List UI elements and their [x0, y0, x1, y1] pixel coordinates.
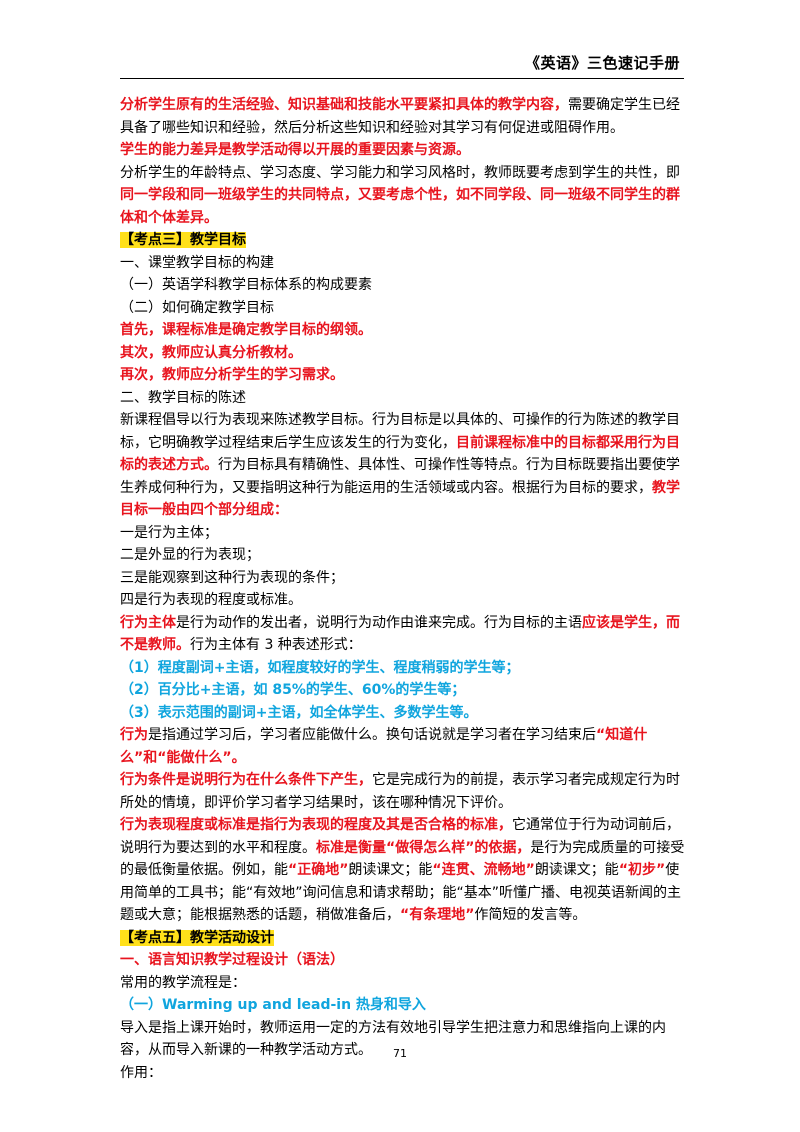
text-span: 作简短的发言等。 [474, 907, 587, 923]
form-2: （2）百分比+主语，如 85%的学生、60%的学生等； [120, 679, 686, 702]
subheading-statement: 二、教学目标的陈述 [120, 387, 686, 410]
text-span: 四是行为表现的程度或标准。 [120, 592, 302, 608]
subheading-grammar: 一、语言知识教学过程设计（语法） [120, 949, 686, 972]
line-function: 作用： [120, 1062, 686, 1085]
text-span: 行为主体 [120, 614, 176, 631]
heading-kaodian-5: 【考点五】教学活动设计 [120, 927, 686, 950]
para-behavior-goal: 新课程倡导以行为表现来陈述教学目标。行为目标是以具体的、可操作的行为陈述的教学目… [120, 409, 686, 522]
text-span: 作用： [120, 1064, 162, 1081]
text-span: 同一学段和同一班级学生的共同特点，又要考虑个性，如不同学段、同一班级不同学生的群… [120, 187, 680, 226]
part-2: 二是外显的行为表现； [120, 544, 686, 567]
para-characteristics: 分析学生的年龄特点、学习态度、学习能力和学习风格时，教师既要考虑到学生的共性，即… [120, 162, 686, 230]
text-span: 【考点五】教学活动设计 [120, 929, 274, 946]
text-span: 导入是指上课开始时，教师运用一定的方法有效地引导学生把注意力和思维指向上课的内容… [120, 1019, 666, 1059]
text-span: 分析学生原有的生活经验、知识基础和技能水平要紧扣具体的教学内容， [120, 97, 568, 113]
part-1: 一是行为主体； [120, 522, 686, 545]
line-flow: 常用的教学流程是： [120, 972, 686, 995]
text-span: 使用简单的工具书；能“有效地”询问信息和请求帮助；能“基本”听懂广播、电视英语新… [120, 862, 682, 923]
text-span: 学生的能力差异是教学活动得以开展的重要因素与资源。 [120, 142, 470, 158]
text-span: 一、语言知识教学过程设计（语法） [120, 952, 344, 968]
text-span: 一、课堂教学目标的构建 [120, 254, 274, 271]
text-span: 再次，教师应分析学生的学习需求。 [120, 367, 344, 383]
text-span: 朗读课文；能 [534, 862, 619, 878]
subheading-construction: 一、课堂教学目标的构建 [120, 252, 686, 275]
text-span: 是指通过学习后，学习者应能做什么。换句话说就是学习者在学习结束后 [148, 727, 596, 743]
text-span: 是行为动作的发出者，说明行为动作由谁来完成。行为目标的主语 [176, 614, 582, 631]
item-determine: （二）如何确定教学目标 [120, 297, 686, 320]
text-span: 教学目标一般由四个部分组成： [120, 479, 680, 519]
item-warming-up: （一）Warming up and lead-in 热身和导入 [120, 994, 686, 1017]
text-span: （二）如何确定教学目标 [120, 299, 274, 316]
text-span: “知道什么”和“能做什么”。 [120, 727, 648, 766]
text-span: 二是外显的行为表现； [120, 547, 260, 563]
text-span: “有条理地” [400, 907, 475, 923]
para-ability: 学生的能力差异是教学活动得以开展的重要因素与资源。 [120, 139, 686, 162]
text-span: 应该是学生，而不是教师。 [120, 614, 680, 654]
text-span: 其次，教师应认真分析教材。 [120, 344, 302, 361]
header-title: 《英语》三色速记手册 [524, 54, 680, 72]
para-behavior: 行为是指通过学习后，学习者应能做什么。换句话说就是学习者在学习结束后“知道什么”… [120, 724, 686, 769]
para-degree: 行为表现程度或标准是指行为表现的程度及其是否合格的标准，它通常位于行为动词前后，… [120, 814, 686, 927]
text-span: （一）Warming up and lead-in 热身和导入 [120, 997, 426, 1013]
text-span: 行为 [120, 727, 148, 743]
text-span: 三是能观察到这种行为表现的条件； [120, 569, 344, 586]
text-span: 二、教学目标的陈述 [120, 389, 246, 406]
part-4: 四是行为表现的程度或标准。 [120, 589, 686, 612]
step-first: 首先，课程标准是确定教学目标的纲领。 [120, 319, 686, 342]
text-span: 是行为完成质量的可接受的最低衡量依据。例如，能 [120, 839, 685, 879]
step-second: 其次，教师应认真分析教材。 [120, 342, 686, 365]
text-span: 需要确定学生已经具备了哪些知识和经验，然后分析这些知识和经验对其学习有何促进或阻… [120, 97, 680, 136]
text-span: （3）表示范围的副词+主语，如全体学生、多数学生等。 [120, 704, 478, 721]
text-span: （1）程度副词+主语，如程度较好的学生、程度稍弱的学生等； [120, 659, 520, 676]
item-system: （一）英语学科教学目标体系的构成要素 [120, 274, 686, 297]
text-span: 首先，课程标准是确定教学目标的纲领。 [120, 322, 372, 338]
para-condition: 行为条件是说明行为在什么条件下产生，它是完成行为的前提，表示学习者完成规定行为时… [120, 769, 686, 814]
para-leadin: 导入是指上课开始时，教师运用一定的方法有效地引导学生把注意力和思维指向上课的内容… [120, 1017, 686, 1062]
text-span: 常用的教学流程是： [120, 974, 246, 991]
text-span: （一）英语学科教学目标体系的构成要素 [120, 277, 372, 293]
text-span: “初步” [618, 862, 666, 878]
text-span: 它通常位于行为动词前后，说明行为要达到的水平和程度。 [120, 817, 680, 856]
text-span: （2）百分比+主语，如 85%的学生、60%的学生等； [120, 682, 466, 698]
para-experience: 分析学生原有的生活经验、知识基础和技能水平要紧扣具体的教学内容，需要确定学生已经… [120, 94, 686, 139]
text-span: 目前课程标准中的目标都采用行为目标的表述方式。 [120, 434, 680, 474]
text-span: 行为目标具有精确性、具体性、可操作性等特点。行为目标既要指出要使学生养成何种行为… [120, 457, 680, 496]
text-span: 标准是衡量“做得怎么样”的依据， [316, 839, 531, 856]
text-span: 它是完成行为的前提，表示学习者完成规定行为时所处的情境，即评价学习者学习结果时，… [120, 772, 680, 811]
part-3: 三是能观察到这种行为表现的条件； [120, 567, 686, 590]
para-subject: 行为主体是行为动作的发出者，说明行为动作由谁来完成。行为目标的主语应该是学生，而… [120, 612, 686, 657]
page-header: 《英语》三色速记手册 [120, 50, 684, 79]
text-span: 新课程倡导以行为表现来陈述教学目标。行为目标是以具体的、可操作的行为陈述的教学目… [120, 412, 680, 451]
text-span: “连贯、流畅地” [432, 862, 535, 878]
text-span: 朗读课文；能 [348, 862, 433, 878]
text-span: 行为条件是说明行为在什么条件下产生， [120, 772, 372, 788]
text-span: 一是行为主体； [120, 524, 218, 541]
text-span: 【考点三】教学目标 [120, 232, 246, 248]
page-number: 71 [393, 1047, 407, 1060]
text-span: 分析学生的年龄特点、学习态度、学习能力和学习风格时，教师既要考虑到学生的共性，即 [120, 164, 680, 181]
document-body: 分析学生原有的生活经验、知识基础和技能水平要紧扣具体的教学内容，需要确定学生已经… [120, 94, 686, 1084]
text-span: “正确地” [288, 862, 349, 878]
form-3: （3）表示范围的副词+主语，如全体学生、多数学生等。 [120, 702, 686, 725]
text-span: 行为主体有 3 种表述形式： [190, 637, 362, 653]
heading-kaodian-3: 【考点三】教学目标 [120, 229, 686, 252]
text-span: 行为表现程度或标准是指行为表现的程度及其是否合格的标准， [120, 817, 512, 833]
step-third: 再次，教师应分析学生的学习需求。 [120, 364, 686, 387]
form-1: （1）程度副词+主语，如程度较好的学生、程度稍弱的学生等； [120, 657, 686, 680]
